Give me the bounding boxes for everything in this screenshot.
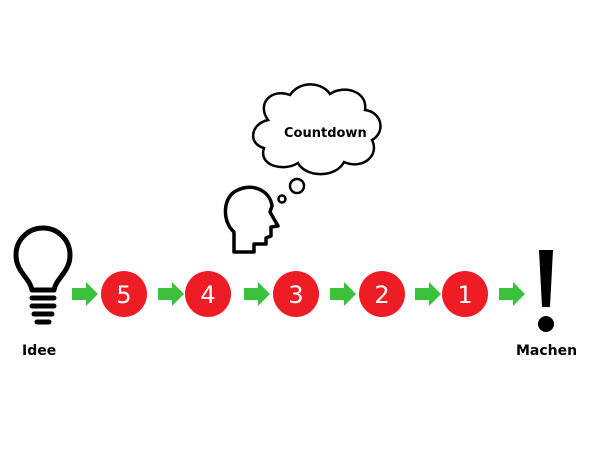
step-number: 2	[374, 281, 389, 309]
step-circle	[442, 271, 488, 317]
thought-cloud	[252, 83, 382, 204]
step-number: 3	[288, 281, 303, 309]
step-circle	[273, 271, 319, 317]
step-circle	[185, 271, 231, 317]
step-number: 1	[457, 281, 472, 309]
arrows	[72, 282, 525, 306]
arrow-5	[415, 282, 441, 306]
step-number: 4	[200, 281, 215, 309]
thought-bubble-small	[277, 194, 287, 204]
countdown-steps: 5 4 3 2 1	[101, 271, 488, 317]
step-circle	[359, 271, 405, 317]
step-circle	[101, 271, 147, 317]
step-4: 4	[185, 271, 231, 317]
arrow-3	[244, 282, 270, 306]
thought-bubble-medium	[288, 177, 306, 195]
head-thinking-icon	[223, 185, 280, 254]
arrow-1	[72, 282, 98, 306]
lightbulb-icon	[13, 225, 73, 325]
arrow-4	[330, 282, 356, 306]
end-label: Machen	[516, 343, 578, 359]
arrow-2	[158, 282, 184, 306]
step-number: 5	[116, 281, 131, 309]
arrow-6	[499, 282, 525, 306]
step-1: 1	[442, 271, 488, 317]
exclamation-icon	[538, 250, 554, 332]
start-label: Idee	[22, 343, 57, 359]
step-2: 2	[359, 271, 405, 317]
thought-cloud-shape	[252, 83, 382, 176]
step-3: 3	[273, 271, 319, 317]
thought-label: Countdown	[284, 126, 367, 141]
step-5: 5	[101, 271, 147, 317]
